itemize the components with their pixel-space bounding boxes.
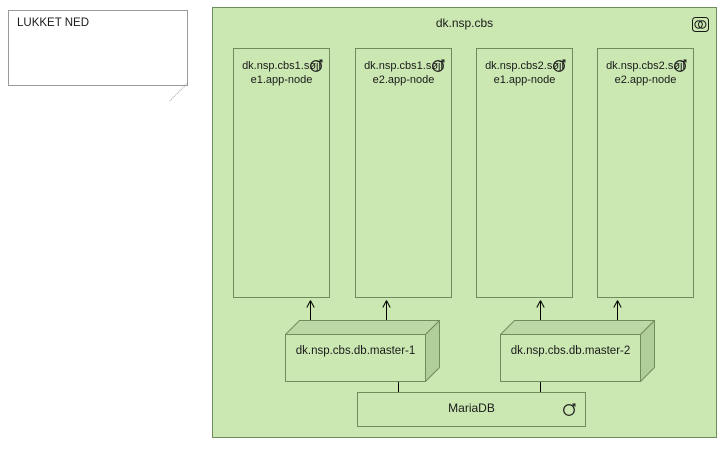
app-node-label: dk.nsp.cbs1.søjle2.app-node	[364, 60, 443, 86]
node-icon	[552, 58, 567, 73]
database-mariadb[interactable]: MariaDB	[357, 392, 586, 427]
db-node-label: dk.nsp.cbs.db.master-2	[510, 345, 631, 357]
app-node-cbs2-sojle1[interactable]: dk.nsp.cbs2.søjle1.app-node	[476, 48, 573, 298]
node-icon	[309, 58, 324, 73]
shutdown-note[interactable]: LUKKET NED	[8, 10, 189, 103]
db-node-side-face	[425, 319, 440, 383]
arrowhead-icon	[613, 296, 622, 308]
app-node-cbs1-sojle1[interactable]: dk.nsp.cbs1.søjle1.app-node	[233, 48, 330, 298]
db-node-front-face: dk.nsp.cbs.db.master-2	[500, 334, 641, 382]
node-icon	[562, 402, 577, 417]
node-icon	[673, 58, 688, 73]
db-node-top-face	[284, 320, 441, 335]
app-node-label: dk.nsp.cbs2.søjle1.app-node	[485, 60, 564, 86]
app-node-cbs1-sojle2[interactable]: dk.nsp.cbs1.søjle2.app-node	[355, 48, 452, 298]
grouping-icon	[692, 17, 709, 32]
app-node-label: dk.nsp.cbs1.søjle1.app-node	[242, 60, 321, 86]
database-label: MariaDB	[448, 401, 495, 415]
connector-line	[398, 382, 399, 393]
connector-line	[386, 302, 387, 324]
arrowhead-icon	[306, 296, 315, 308]
group-title: dk.nsp.cbs	[435, 16, 494, 30]
db-node-side-face	[640, 319, 655, 383]
node-icon	[431, 58, 446, 73]
connector-line	[540, 382, 541, 393]
note-fold-icon	[169, 83, 189, 103]
arrowhead-icon	[382, 296, 391, 308]
db-node-master-1[interactable]: dk.nsp.cbs.db.master-1	[284, 319, 441, 383]
connector-line	[617, 302, 618, 324]
connector-line	[540, 302, 541, 324]
db-node-label: dk.nsp.cbs.db.master-1	[295, 345, 416, 357]
app-node-cbs2-sojle2[interactable]: dk.nsp.cbs2.søjle2.app-node	[597, 48, 694, 298]
shutdown-note-label: LUKKET NED	[17, 17, 90, 29]
db-node-top-face	[499, 320, 656, 335]
app-node-label: dk.nsp.cbs2.søjle2.app-node	[606, 60, 685, 86]
db-node-master-2[interactable]: dk.nsp.cbs.db.master-2	[499, 319, 656, 383]
connector-line	[310, 302, 311, 324]
db-node-front-face: dk.nsp.cbs.db.master-1	[285, 334, 426, 382]
arrowhead-icon	[536, 296, 545, 308]
